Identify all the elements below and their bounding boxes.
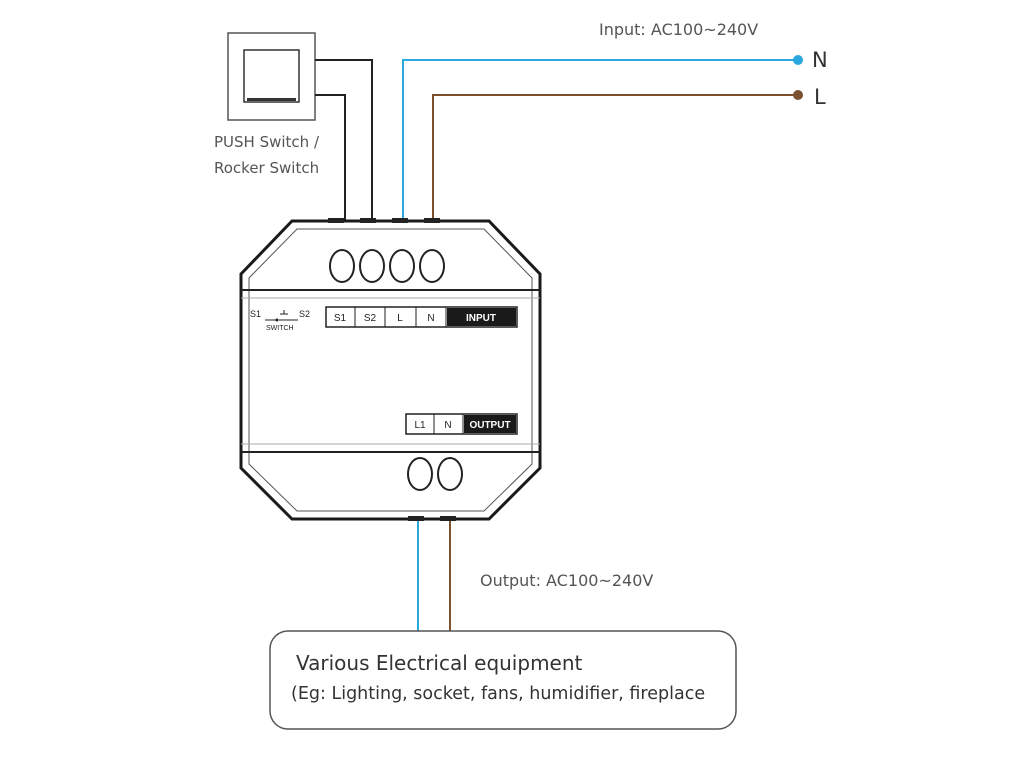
input-live-wire — [432, 94, 798, 222]
load-title: Various Electrical equipment — [296, 651, 583, 675]
input-screw-l — [389, 249, 415, 283]
output-tag: OUTPUT — [469, 420, 510, 431]
input-terminal-strip: S1 S2 L N INPUT — [325, 306, 518, 328]
input-screw-s2 — [359, 249, 385, 283]
switch-label-line2: Rocker Switch — [214, 159, 319, 177]
switch-wire-s1 — [315, 94, 346, 222]
output-tag-background — [464, 415, 516, 433]
neutral-label: N — [812, 48, 828, 72]
switch-wires — [315, 59, 373, 222]
top-notch — [392, 218, 408, 223]
output-terminal-strip: L1 N OUTPUT — [405, 413, 518, 435]
input-tag: INPUT — [466, 313, 496, 324]
input-terminal-s1: S1 — [334, 313, 347, 324]
input-screw-s1 — [329, 249, 355, 283]
top-notch — [424, 218, 440, 223]
load-box: Various Electrical equipment (Eg: Lighti… — [269, 630, 737, 730]
switch-symbol-contact — [275, 318, 279, 322]
top-notch — [328, 218, 344, 223]
switch-symbol-s1: S1 — [250, 309, 261, 319]
dimmer-module: S1 S2 SWITCH S1 S2 L N INPUT — [239, 218, 542, 521]
neutral-terminal-dot — [793, 55, 803, 65]
input-terminal-s2: S2 — [364, 313, 377, 324]
output-screw-n — [437, 457, 463, 491]
switch-wire-s2 — [315, 59, 373, 222]
input-terminal-l: L — [397, 313, 403, 324]
output-terminal-n: N — [444, 420, 451, 431]
output-voltage-label: Output: AC100~240V — [480, 571, 653, 590]
input-screw-n — [419, 249, 445, 283]
live-terminal-dot — [793, 90, 803, 100]
switch-rocker — [243, 49, 300, 103]
switch-symbol-s2: S2 — [299, 309, 310, 319]
input-voltage-label: Input: AC100~240V — [599, 20, 758, 39]
switch-label-line1: PUSH Switch / — [214, 133, 320, 151]
wall-switch — [227, 32, 316, 121]
switch-symbol: S1 S2 SWITCH — [250, 309, 310, 332]
output-screw-l1 — [407, 457, 433, 491]
switch-rocker-shadow — [247, 98, 296, 101]
live-label: L — [814, 85, 826, 109]
module-inner-outline — [248, 228, 533, 512]
output-terminal-l1: L1 — [414, 420, 426, 431]
switch-symbol-label: SWITCH — [266, 325, 294, 332]
input-tag-background — [447, 308, 516, 326]
bottom-notch — [440, 516, 456, 521]
load-box-frame — [269, 630, 737, 730]
bottom-notch — [408, 516, 424, 521]
input-terminal-n: N — [427, 313, 434, 324]
input-neutral-wire — [402, 59, 798, 222]
top-notch — [360, 218, 376, 223]
load-subtitle: (Eg: Lighting, socket, fans, humidifier,… — [291, 684, 705, 704]
